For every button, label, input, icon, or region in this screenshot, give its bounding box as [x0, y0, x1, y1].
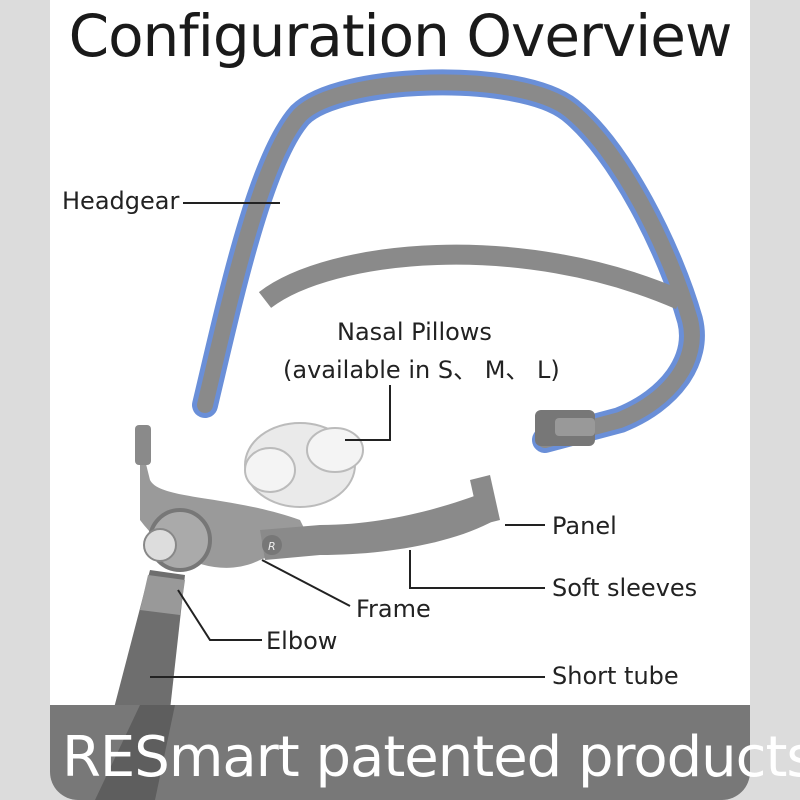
label-elbow: Elbow: [266, 627, 338, 655]
label-panel: Panel: [552, 512, 617, 540]
page-title: Configuration Overview: [68, 2, 733, 70]
footer-text: RESmart patented products: [62, 725, 800, 790]
label-nasal-pillows: Nasal Pillows: [337, 318, 492, 346]
headgear-illustration: [192, 69, 705, 453]
label-nasal-pillows-sizes: (available in S、 M、 L): [283, 356, 560, 384]
label-soft-sleeves: Soft sleeves: [552, 574, 698, 602]
nasal-pillows-illustration: [244, 422, 364, 508]
label-short-tube: Short tube: [552, 662, 679, 690]
frame-mark: R: [268, 540, 276, 553]
label-frame: Frame: [356, 595, 431, 623]
label-headgear: Headgear: [62, 187, 180, 215]
frame-panel-illustration: R: [135, 425, 500, 568]
leader-lines: [150, 202, 545, 678]
